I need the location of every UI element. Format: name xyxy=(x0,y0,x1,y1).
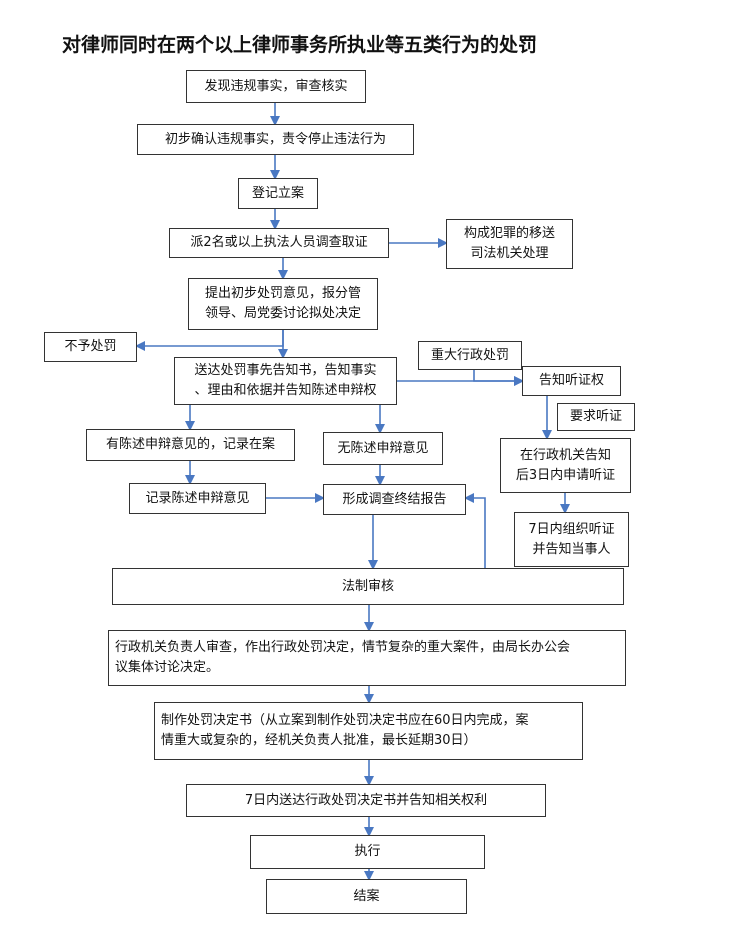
step-record-statement: 记录陈述申辩意见 xyxy=(129,483,266,514)
step-opinion: 提出初步处罚意见，报分管 领导、局党委讨论拟处决定 xyxy=(188,278,378,330)
page-title: 对律师同时在两个以上律师事务所执业等五类行为的处罚 xyxy=(62,34,538,56)
step-notice: 送达处罚事先告知书，告知事实 、理由和依据并告知陈述申辩权 xyxy=(174,357,397,405)
step-no-statement: 无陈述申辩意见 xyxy=(323,432,443,465)
step-request-hearing: 要求听证 xyxy=(557,403,635,431)
step-legal-review: 法制审核 xyxy=(112,568,624,605)
arrow-major-to-hearing-right xyxy=(473,370,524,386)
step-discover: 发现违规事实，审查核实 xyxy=(186,70,366,103)
step-decision: 行政机关负责人审查，作出行政处罚决定，情节复杂的重大案件，由局长办公会 议集体讨… xyxy=(108,630,626,686)
step-investigate: 派2名或以上执法人员调查取证 xyxy=(169,228,389,258)
step-investigation-report: 形成调查终结报告 xyxy=(323,484,466,515)
step-crime-transfer: 构成犯罪的移送 司法机关处理 xyxy=(446,219,573,269)
step-register: 登记立案 xyxy=(238,178,318,209)
step-execute: 执行 xyxy=(250,835,485,869)
step-close: 结案 xyxy=(266,879,467,914)
step-major-penalty: 重大行政处罚 xyxy=(418,341,522,370)
step-deliver: 7日内送达行政处罚决定书并告知相关权利 xyxy=(186,784,546,817)
arrow-to-no-penalty xyxy=(135,330,284,351)
step-confirm: 初步确认违规事实，责令停止违法行为 xyxy=(137,124,414,155)
step-no-penalty: 不予处罚 xyxy=(44,332,137,362)
arrow-hearing-to-report xyxy=(464,493,486,572)
step-make-decision: 制作处罚决定书（从立案到制作处罚决定书应在60日内完成，案 情重大或复杂的，经机… xyxy=(154,702,583,760)
step-has-statement: 有陈述申辩意见的，记录在案 xyxy=(86,429,295,461)
step-hearing-right: 告知听证权 xyxy=(522,366,621,396)
step-apply-hearing: 在行政机关告知 后3日内申请听证 xyxy=(500,438,631,493)
step-organize-hearing: 7日内组织听证 并告知当事人 xyxy=(514,512,629,567)
